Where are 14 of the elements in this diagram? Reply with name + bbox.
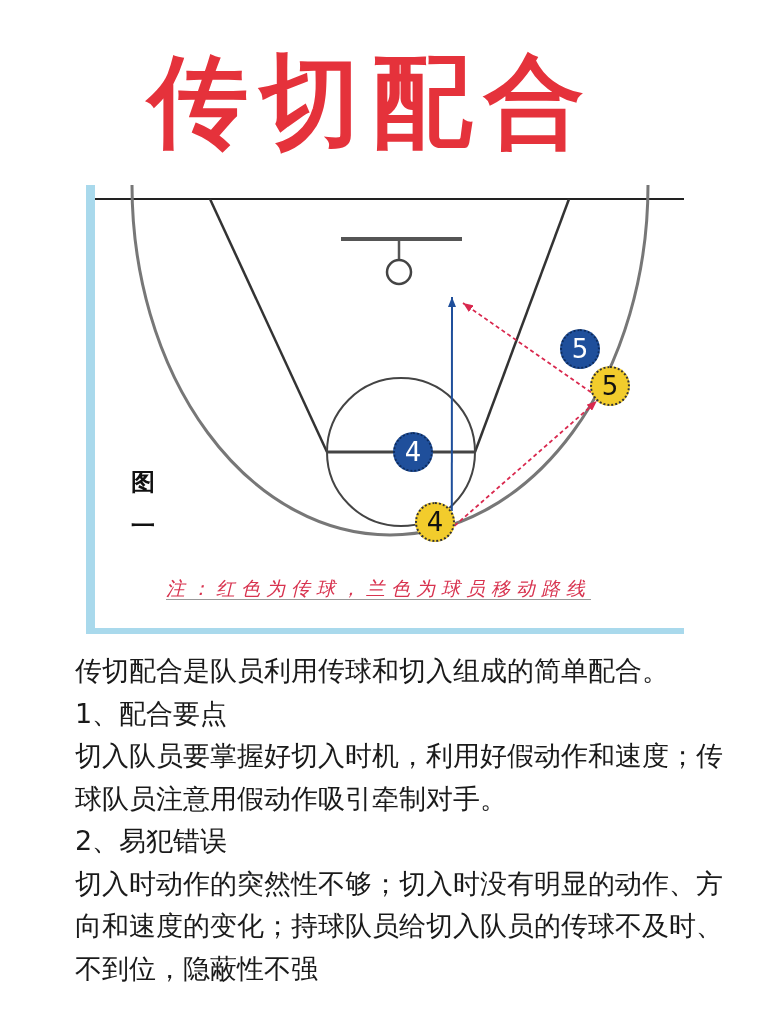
section-heading: 1、配合要点 xyxy=(75,696,229,731)
player-marker: 5 xyxy=(560,329,600,369)
player-marker: 4 xyxy=(415,502,455,542)
figure-label: 图一 xyxy=(130,466,156,542)
dotted-arrow xyxy=(453,400,598,527)
player-marker: 5 xyxy=(590,366,630,406)
dotted-arrow xyxy=(462,302,592,394)
body-text: 传切配合是队员利用传球和切入组成的简单配合。 xyxy=(75,654,670,688)
body-text: 切入队员要掌握好切入时机，利用好假动作和速度；传球队员注意用假动作吸引牵制对手。 xyxy=(75,739,724,816)
section-heading: 2、易犯错误 xyxy=(75,824,229,858)
body-text: 切入时动作的突然性不够；切入时没有明显的动作、方向和速度的变化；持球队员给切入队员的传球不及时、不到位，隐蔽性不强 xyxy=(75,866,724,986)
player-marker: 4 xyxy=(393,432,433,472)
note-text: 注：红色为传球，兰色为球员移动路线 xyxy=(166,576,591,601)
arrow xyxy=(448,296,456,513)
